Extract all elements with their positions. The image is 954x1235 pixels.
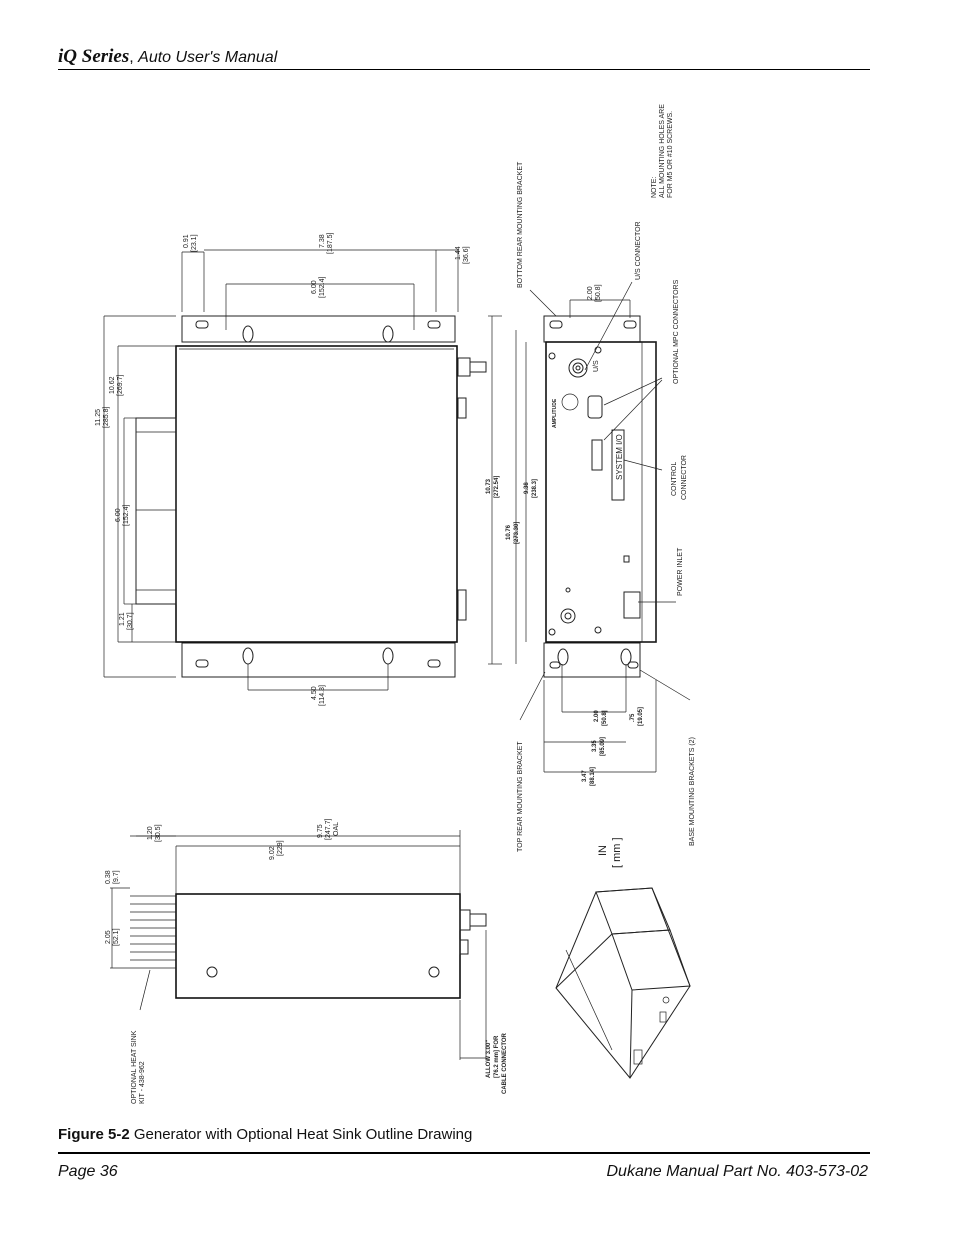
figure-number: Figure 5-2 <box>58 1126 130 1143</box>
dim-0-75-mm: [19.05] <box>638 707 644 726</box>
dim-10-62: 10.62 <box>109 376 116 394</box>
dim-9-75-oal: OAL <box>333 822 340 836</box>
dim-9-38: 9.38 <box>524 482 530 494</box>
top-bracket-label: TOP REAR MOUNTING BRACKET <box>517 741 524 852</box>
dim-2-00-b-mm: [50.8] <box>602 710 608 726</box>
running-header: iQ Series, Auto User's Manual <box>58 46 277 68</box>
allow-3: CABLE CONNECTOR <box>502 1032 508 1094</box>
dim-10-76-mm: [273.30] <box>514 522 520 544</box>
dim-11-25-mm: [285.8] <box>103 407 110 428</box>
figure-caption: Figure 5-2 Generator with Optional Heat … <box>58 1126 472 1143</box>
unit-mm: [ mm ] <box>611 837 623 868</box>
figure-title: Generator with Optional Heat Sink Outlin… <box>129 1126 473 1143</box>
dim-1-20-mm: [30.5] <box>155 824 162 842</box>
dim-0-91: 0.91 <box>183 234 190 248</box>
dim-10-76: 10.76 <box>506 524 512 540</box>
dim-0-75: .75 <box>630 713 636 722</box>
comma: , <box>129 49 139 66</box>
bottom-bracket-label: BOTTOM REAR MOUNTING BRACKET <box>517 161 524 288</box>
dim-2-00: 2.00 <box>587 286 594 300</box>
allow-1: ALLOW 3.00" <box>486 1040 492 1078</box>
footer-rule <box>58 1152 870 1154</box>
dim-2-00-b: 2.00 <box>594 710 600 722</box>
dim-4-50-mm: [114.3] <box>319 685 326 706</box>
heatsink-label-1: OPTIONAL HEAT SINK <box>131 1030 138 1104</box>
dim-1-44: 1.44 <box>455 246 462 260</box>
dim-0-38-mm: [9.7] <box>113 870 120 884</box>
dim-3-35: 3.35 <box>592 740 598 752</box>
dim-2-05-mm: [52.1] <box>113 928 120 946</box>
mpc-label: OPTIONAL MPC CONNECTORS <box>673 279 680 384</box>
dim-2-05: 2.05 <box>105 930 112 944</box>
dim-10-73: 10.73 <box>486 478 492 494</box>
top-view: 0.91 [23.1] 7.38 [187.5] 6.00 [152.4] 1.… <box>95 233 502 706</box>
front-view: U/S AMPLITUDE SYSTEM I/O <box>486 104 696 868</box>
note-3: FOR M5 OR #10 SCREWS. <box>667 111 674 198</box>
isometric-view <box>555 887 691 1079</box>
side-view: 1.20 [30.5] 0.38 [9.7] 9.02 [229] 9.75 [… <box>105 819 508 1104</box>
dim-2-00-mm: [50.8] <box>595 284 602 302</box>
heatsink-label-2: KIT - 438-962 <box>139 1061 146 1104</box>
dim-1-21-mm: [30.7] <box>127 612 134 630</box>
control-label-1: CONTROL <box>671 462 678 496</box>
dim-9-38-mm: [238.3] <box>532 479 538 498</box>
dim-6-00-mm: [152.4] <box>319 277 326 298</box>
dim-9-75-mm: [247.7] <box>325 819 332 840</box>
base-brackets-label: BASE MOUNTING BRACKETS (2) <box>689 737 696 846</box>
dim-3-35-mm: [85.09] <box>600 737 606 756</box>
amplitude-logo: AMPLITUDE <box>552 398 558 428</box>
dim-7-38-mm: [187.5] <box>327 233 334 254</box>
dim-1-44-mm: [36.6] <box>463 246 470 264</box>
note-2: ALL MOUNTING HOLES ARE <box>659 104 666 198</box>
us-connector-label: U/S CONNECTOR <box>635 221 642 280</box>
dim-11-25: 11.25 <box>95 409 102 426</box>
power-inlet-label: POWER INLET <box>677 547 684 596</box>
dim-0-91-mm: [23.1] <box>191 234 198 252</box>
control-label-2: CONNECTOR <box>681 455 688 500</box>
dim-3-47-mm: [88.14] <box>590 767 596 786</box>
dim-10-73-mm: [272.54] <box>494 476 500 498</box>
manual-subtitle: Auto User's Manual <box>138 49 278 66</box>
allow-2: [76.2 mm] FOR <box>494 1035 500 1078</box>
dim-9-02: 9.02 <box>269 846 276 860</box>
system-io-label: SYSTEM I/O <box>615 434 624 480</box>
dim-0-38: 0.38 <box>105 870 112 884</box>
brand-name: iQ Series <box>58 46 130 67</box>
manual-part-number: Dukane Manual Part No. 403-573-02 <box>606 1163 869 1180</box>
dim-1-20: 1.20 <box>147 826 154 840</box>
dim-6-00-b-mm: [152.4] <box>123 505 130 526</box>
dim-6-00: 6.00 <box>311 280 318 294</box>
note-1: NOTE: <box>651 177 658 198</box>
header-rule <box>58 69 870 70</box>
dim-3-47: 3.47 <box>582 770 588 782</box>
unit-in: IN <box>597 845 609 856</box>
us-label: U/S <box>593 360 600 372</box>
dim-9-75: 9.75 <box>317 824 324 838</box>
dim-4-50: 4.50 <box>311 686 318 700</box>
dim-9-02-mm: [229] <box>277 840 284 856</box>
dim-6-00-b: 6.00 <box>115 508 122 522</box>
dim-7-38: 7.38 <box>319 234 326 248</box>
dim-10-62-mm: [269.7] <box>117 375 124 396</box>
page-number: Page 36 <box>58 1163 118 1180</box>
dim-1-21: 1.21 <box>119 612 126 626</box>
